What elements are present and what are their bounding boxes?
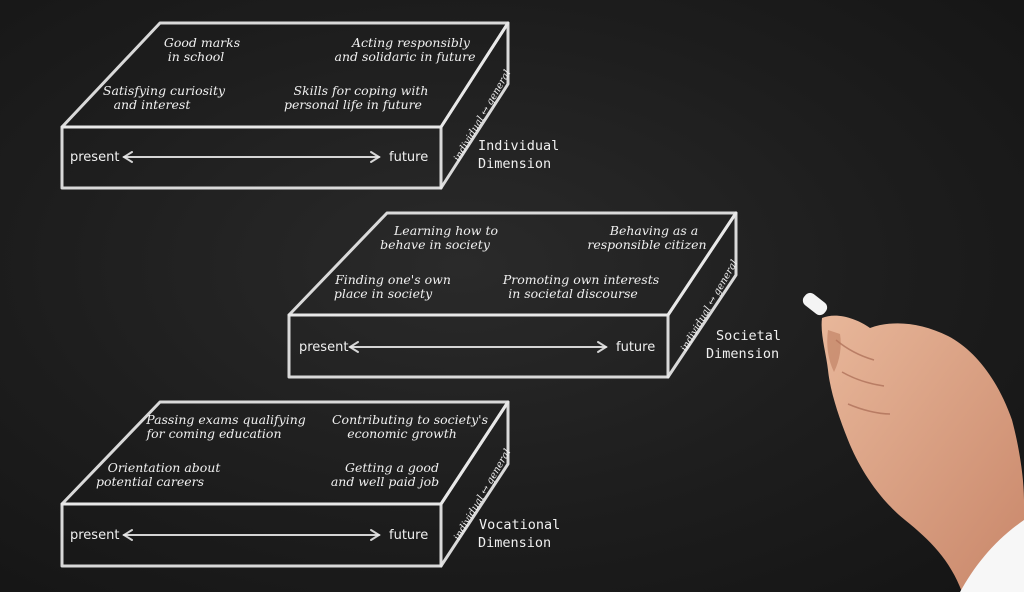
box-societal-cell-2-line-1: Behaving as a: [609, 223, 698, 238]
box-vocational-future-label: future: [389, 528, 428, 543]
box-individual-dimension-line-1: Individual: [478, 138, 559, 154]
box-individual-cell-3-line-1: Satisfying curiosity: [103, 83, 226, 98]
box-vocational-cell-4-line-1: Getting a good: [345, 460, 439, 475]
hand-with-chalk: [802, 292, 1024, 592]
box-societal-timeline-arrow: [348, 341, 608, 353]
box-vocational-dimension-line-2: Dimension: [478, 535, 551, 551]
box-vocational-cell-4-line-2: and well paid job: [331, 474, 439, 489]
box-societal-cell-3-line-1: Finding one's own: [334, 272, 451, 287]
hand-thumb-shadow: [827, 330, 841, 372]
box-vocational-side-face: [439, 400, 510, 568]
box-vocational-present-label: present: [70, 528, 119, 543]
box-societal-cell-3-line-2: place in society: [334, 286, 433, 301]
box-individual-cell-1-line-2: in school: [168, 49, 225, 64]
box-individual-future-label: future: [389, 150, 428, 165]
box-vocational-timeline-arrow: [122, 529, 381, 541]
box-vocational-cell-1-line-2: for coming education: [145, 426, 281, 441]
box-individual: Good marks in school Acting responsibly …: [60, 21, 559, 190]
box-societal-side-face: [666, 211, 738, 379]
chalk-stick-icon: [802, 292, 828, 316]
box-individual-cell-3-line-2: and interest: [114, 97, 192, 112]
box-individual-dimension-line-2: Dimension: [478, 156, 551, 172]
box-vocational-cell-2-line-1: Contributing to society's: [332, 412, 488, 427]
box-societal-future-label: future: [616, 340, 655, 355]
box-individual-cell-1-line-1: Good marks: [164, 35, 240, 50]
sleeve-cuff: [960, 520, 1024, 592]
box-individual-cell-2-line-1: Acting responsibly: [351, 35, 471, 50]
box-individual-cell-2-line-2: and solidaric in future: [335, 49, 476, 64]
box-societal-present-label: present: [299, 340, 348, 355]
box-societal-dimension-line-1: Societal: [716, 328, 781, 344]
box-vocational-cell-2-line-2: economic growth: [347, 426, 457, 441]
box-vocational: Passing exams qualifying for coming educ…: [60, 400, 560, 568]
box-societal-cell-1-line-2: behave in society: [380, 237, 491, 252]
box-individual-cell-4-line-2: personal life in future: [284, 97, 422, 112]
box-societal-cell-2-line-2: responsible citizen: [587, 237, 706, 252]
box-individual-present-label: present: [70, 150, 119, 165]
box-societal-cell-4-line-1: Promoting own interests: [502, 272, 659, 287]
box-societal-cell-4-line-2: in societal discourse: [508, 286, 638, 301]
box-vocational-cell-3-line-2: potential careers: [96, 474, 204, 489]
box-societal-dimension-line-2: Dimension: [706, 346, 779, 362]
box-individual-timeline-arrow: [122, 151, 381, 163]
box-societal-cell-1-line-1: Learning how to: [393, 223, 498, 238]
box-individual-side-face: [439, 21, 510, 190]
box-vocational-dimension-line-1: Vocational: [479, 517, 560, 533]
box-vocational-cell-3-line-1: Orientation about: [108, 460, 222, 475]
box-individual-cell-4-line-1: Skills for coping with: [294, 83, 429, 98]
hand-icon: [821, 315, 1024, 592]
box-vocational-cell-1-line-1: Passing exams qualifying: [145, 412, 306, 427]
box-societal: Learning how to behave in society Behavi…: [287, 211, 781, 379]
